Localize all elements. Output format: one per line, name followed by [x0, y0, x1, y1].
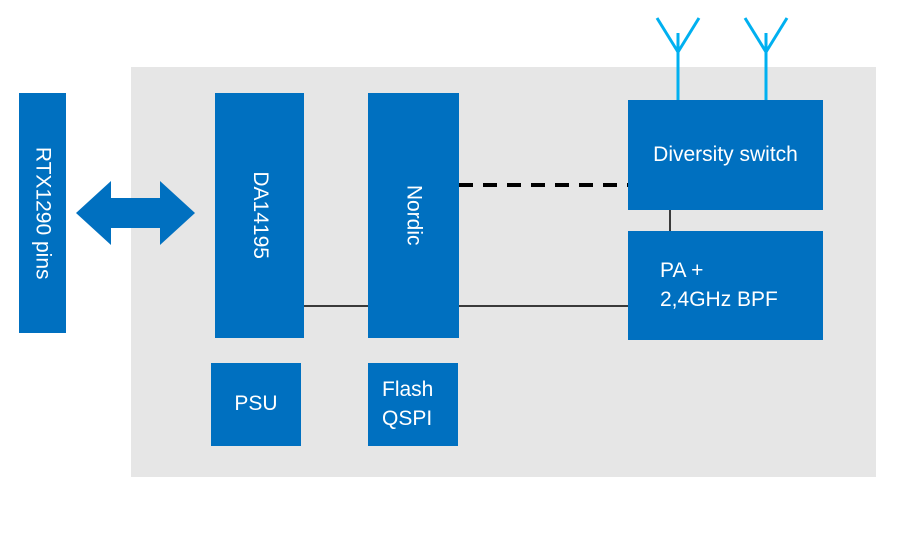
da14195-block: DA14195	[215, 93, 304, 338]
bidirectional-arrow-icon	[76, 181, 195, 245]
psu-label: PSU	[234, 392, 278, 416]
rtx1290-pins-block: RTX1290 pins	[19, 93, 66, 333]
flash-label-line1: Flash	[382, 378, 434, 402]
nordic-label: Nordic	[402, 185, 426, 246]
antenna-icon	[655, 17, 701, 100]
pa-bpf-label-line1: PA +	[660, 259, 704, 283]
diversity-switch-label: Diversity switch	[653, 142, 798, 166]
flash-label-line2: QSPI	[382, 406, 433, 430]
diversity-switch-block: Diversity switch	[628, 100, 823, 210]
pa-bpf-label-line2: 2,4GHz BPF	[660, 287, 778, 311]
flash-qspi-block: Flash QSPI	[368, 363, 458, 446]
nordic-block: Nordic	[368, 93, 459, 338]
antenna-icon	[743, 17, 789, 100]
pa-bpf-block: PA + 2,4GHz BPF	[628, 231, 823, 340]
psu-block: PSU	[211, 363, 301, 446]
da14195-label: DA14195	[248, 171, 272, 260]
rtx1290-pins-label: RTX1290 pins	[31, 146, 55, 280]
